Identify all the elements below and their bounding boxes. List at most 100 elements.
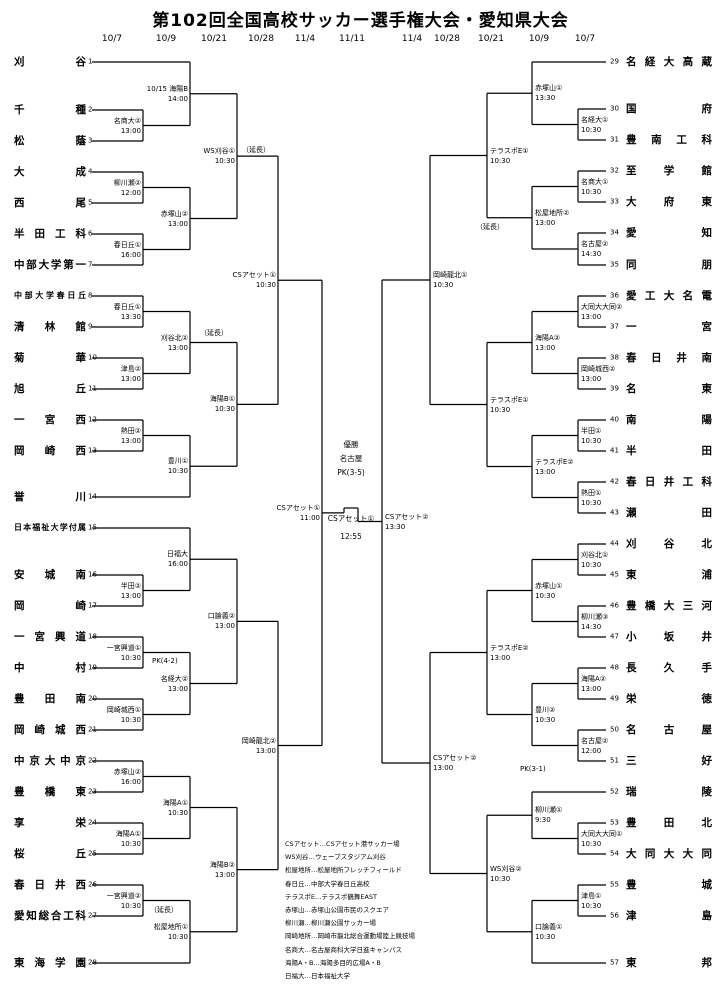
left-team: 半田工科 <box>14 227 86 241</box>
left-team: 西尾 <box>14 196 86 210</box>
match-time: 10:30 <box>581 498 602 507</box>
match-venue: 豊川② <box>535 705 556 714</box>
right-seed-number: 52 <box>610 787 619 796</box>
final-venue: CSアセット① <box>327 514 375 523</box>
left-team: 中部大学春日丘 <box>14 289 86 303</box>
match-venue: 赤塚山① <box>535 84 563 93</box>
match-time: 10:30 <box>581 436 602 445</box>
pk-note: PK(3-1) <box>520 765 546 773</box>
match-time: 14:30 <box>581 622 602 631</box>
match-time: 10:30 <box>167 808 188 817</box>
match-time: 10:30 <box>581 839 602 848</box>
left-team: 松蔭 <box>14 134 86 148</box>
match-venue: テラスポE② <box>535 457 574 466</box>
right-seed-number: 39 <box>610 384 619 393</box>
match-venue: 岡崎龍北② <box>241 736 276 745</box>
right-seed-number: 31 <box>610 135 619 144</box>
match-venue: 大同大大同① <box>581 829 623 838</box>
right-team: 栄徳 <box>626 692 712 706</box>
match-time: 13:30 <box>535 94 556 103</box>
match-venue: 柳川瀬① <box>535 806 563 815</box>
match-venue: 名経大② <box>160 674 188 683</box>
match-time: 13:00 <box>581 312 602 321</box>
right-seed-number: 45 <box>610 570 619 579</box>
match-time: 13:00 <box>581 684 602 693</box>
match-venue: 春日丘① <box>113 302 141 311</box>
match-time: 13:00 <box>167 219 188 228</box>
right-team: 半田 <box>626 444 712 458</box>
match-venue: WS刈谷① <box>203 147 235 156</box>
match-time: 10:30 <box>167 932 188 941</box>
match-time: 13:00 <box>120 436 141 445</box>
match-time: 13:00 <box>167 684 188 693</box>
match-time: 10:30 <box>120 715 141 724</box>
right-seed-number: 54 <box>610 849 619 858</box>
right-team: 瀬田 <box>626 506 712 520</box>
left-team: 中京大中京 <box>14 754 86 768</box>
right-team: 刈谷北 <box>626 537 712 551</box>
left-team: 豊橋東 <box>14 785 86 799</box>
match-time: 13:00 <box>581 374 602 383</box>
legend-item: 岡崎地所…岡崎市龍北総合運動場陸上競技場 <box>285 932 415 941</box>
left-team: 一宮西 <box>14 413 86 427</box>
match-time: 10:30 <box>167 467 188 476</box>
final-label: 優勝 <box>343 440 359 449</box>
left-team: 誉川 <box>14 490 86 504</box>
date-right: 11/4 <box>401 34 423 44</box>
left-seed-number: 3 <box>88 136 93 145</box>
match-time: 12:00 <box>581 746 602 755</box>
left-team: 千種 <box>14 103 86 117</box>
match-time: 10:30 <box>120 901 141 910</box>
match-venue: 岡崎龍北① <box>433 271 468 279</box>
match-venue: 名商大① <box>581 177 609 186</box>
match-venue: CSアセット① <box>232 271 276 280</box>
match-venue: 海陽B② <box>209 860 235 869</box>
right-seed-number: 36 <box>610 291 619 300</box>
match-time: 11:00 <box>299 513 320 522</box>
legend-item: 赤塚山…赤塚山公園市民のスクエア <box>285 906 389 915</box>
left-seed-number: 9 <box>88 322 93 331</box>
pk-note: PK(4-2) <box>152 657 178 665</box>
match-venue: 赤塚山① <box>535 581 563 590</box>
left-team: 春日井西 <box>14 878 86 892</box>
match-venue: 名経大① <box>581 115 609 124</box>
match-venue: 刈谷北② <box>160 333 188 342</box>
right-team: 春日井南 <box>626 351 712 365</box>
match-time: 13:00 <box>255 746 276 755</box>
legend-item: 柳川瀬…柳川瀬公園サッカー場 <box>285 919 376 928</box>
right-seed-number: 48 <box>610 663 619 672</box>
match-venue: 松屋地所② <box>535 208 570 217</box>
right-team: 大府東 <box>626 195 712 209</box>
legend-item: WS刈谷…ウェーブスタジアム刈谷 <box>285 853 386 862</box>
match-time: 12:00 <box>120 188 141 197</box>
date-right: 10/7 <box>574 34 596 44</box>
right-team: 愛工大名電 <box>626 289 712 303</box>
right-seed-number: 40 <box>610 415 619 424</box>
right-seed-number: 34 <box>610 228 619 237</box>
match-venue: 口論義② <box>207 612 235 621</box>
match-venue: 名商大② <box>113 116 141 125</box>
right-seed-number: 33 <box>610 197 619 206</box>
match-time: 10:30 <box>581 125 602 134</box>
right-seed-number: 44 <box>610 539 619 548</box>
left-seed-number: 5 <box>88 198 93 207</box>
right-seed-number: 49 <box>610 694 619 703</box>
right-team: 愛知 <box>626 226 712 240</box>
left-team: 安城南 <box>14 568 86 582</box>
match-time: 13:30 <box>385 522 406 531</box>
match-time: 13:00 <box>120 126 141 135</box>
date-left: 10/7 <box>101 34 123 44</box>
date-right: 10/9 <box>528 34 550 44</box>
match-time: 13:00 <box>490 653 511 662</box>
match-time: 13:00 <box>120 374 141 383</box>
date-center: 11/11 <box>339 34 365 44</box>
match-venue: 口論義① <box>535 922 563 931</box>
date-right: 10/21 <box>478 34 504 44</box>
match-venue: テラスポE② <box>490 643 529 652</box>
legend-item: 海陽A・B…海陽多目的広場A・B <box>285 958 381 967</box>
match-time: 10:30 <box>214 405 235 414</box>
right-team: 春日井工科 <box>626 475 712 489</box>
match-venue: 海陽A② <box>581 674 607 683</box>
date-left: 10/21 <box>201 34 227 44</box>
left-seed-number: 1 <box>88 57 93 66</box>
